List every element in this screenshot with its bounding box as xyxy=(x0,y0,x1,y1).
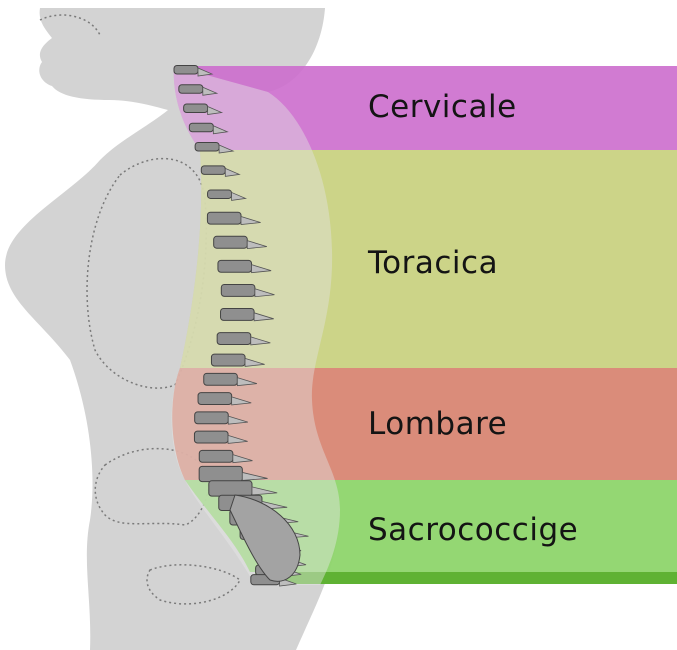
vertebra xyxy=(208,190,232,199)
region-label-toracica: Toracica xyxy=(368,245,498,281)
vertebra xyxy=(179,85,203,94)
vertebra xyxy=(189,123,213,131)
vertebra xyxy=(214,236,248,248)
vertebra xyxy=(221,284,255,296)
vertebra xyxy=(174,66,198,75)
vertebra xyxy=(221,309,255,321)
vertebra xyxy=(207,212,241,224)
region-label-lombare: Lombare xyxy=(368,406,507,442)
vertebra xyxy=(199,450,233,462)
vertebra xyxy=(199,466,242,481)
vertebra xyxy=(194,431,228,443)
vertebra xyxy=(218,260,252,272)
vertebra xyxy=(211,354,245,366)
region-label-cervicale: Cervicale xyxy=(368,89,517,125)
vertebra xyxy=(201,166,225,175)
vertebra xyxy=(198,393,232,405)
vertebra xyxy=(217,333,251,345)
vertebra xyxy=(209,481,252,496)
vertebra xyxy=(195,143,219,152)
vertebra xyxy=(204,373,238,385)
vertebra xyxy=(195,412,229,424)
region-label-sacrococcige: Sacrococcige xyxy=(368,512,578,548)
vertebra xyxy=(184,104,208,113)
